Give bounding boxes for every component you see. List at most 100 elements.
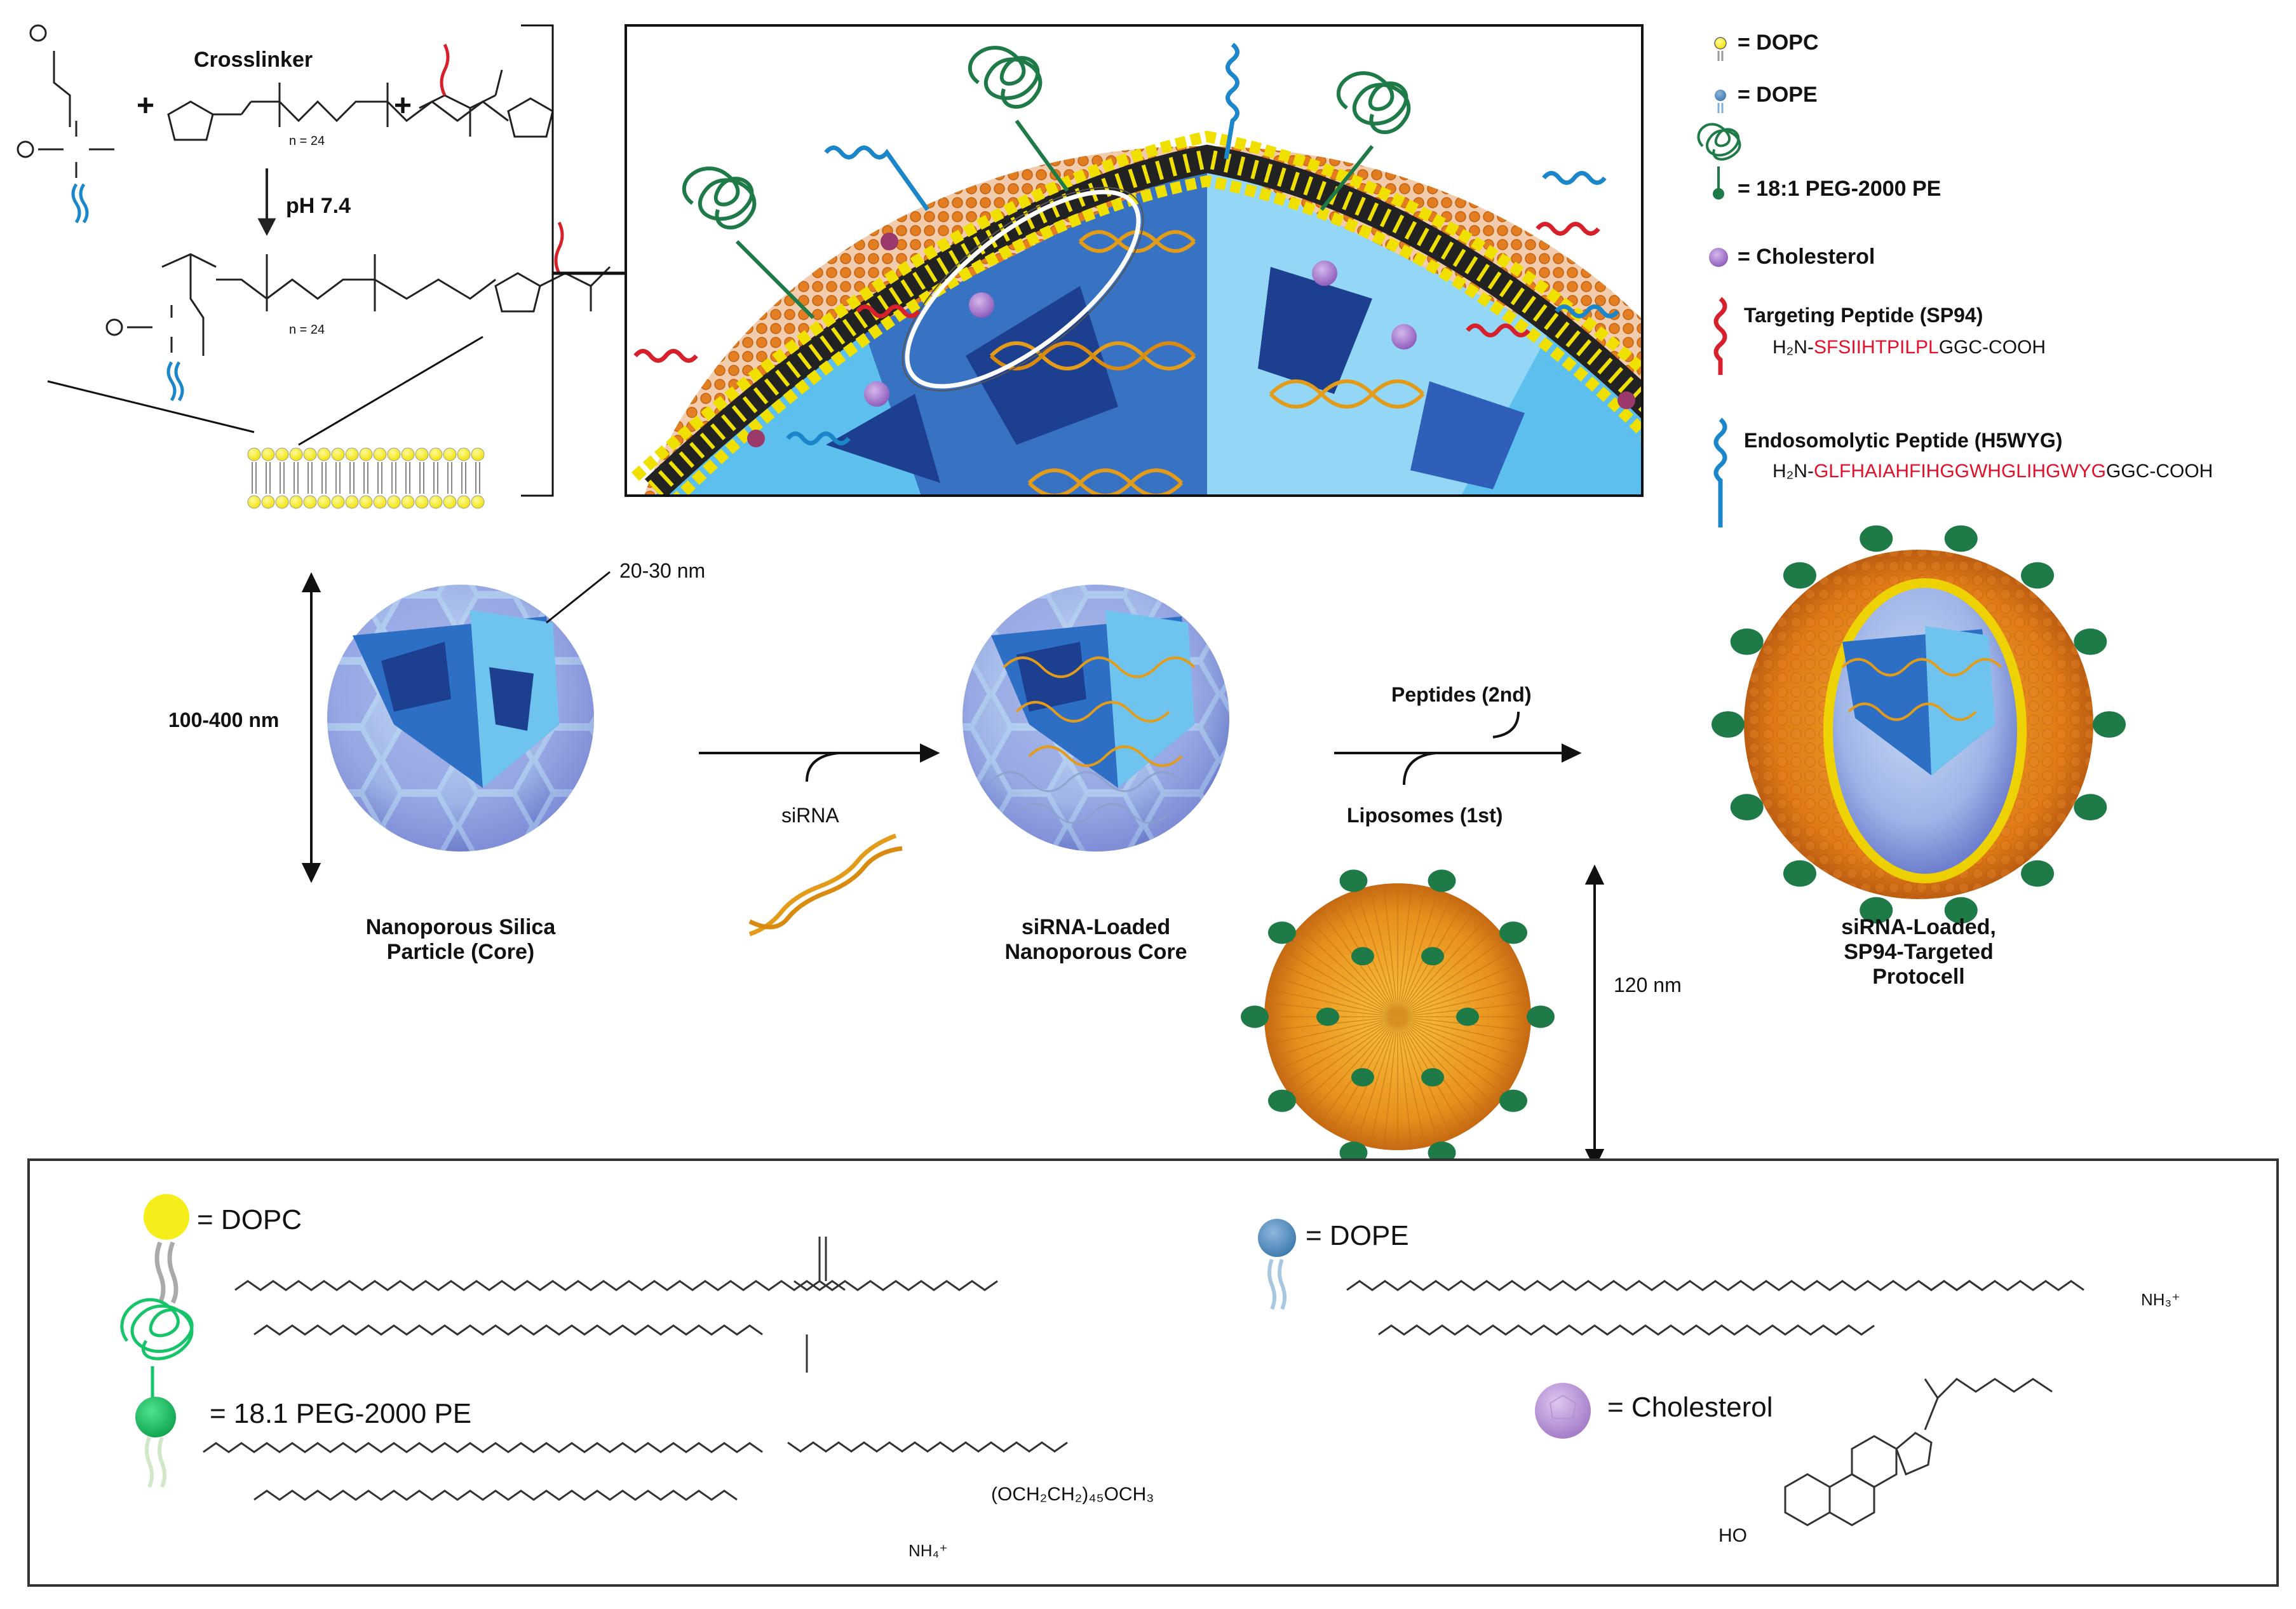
lipid-head: [373, 495, 387, 509]
lipid-head: [247, 447, 261, 461]
svg-text:+: +: [137, 89, 154, 123]
lipid-head: [317, 495, 331, 509]
sirna-helix: [748, 833, 903, 937]
bottom-dopc-label: = DOPC: [197, 1204, 302, 1235]
ho-label: HO: [1719, 1525, 1747, 1546]
protocell: [1712, 525, 2126, 924]
lipid-head: [345, 447, 359, 461]
lipid-head: [457, 495, 471, 509]
legend-dopc-label: = DOPC: [1738, 31, 1819, 55]
legend-cholesterol-label: = Cholesterol: [1738, 245, 1875, 269]
lipid-head: [303, 447, 317, 461]
lipid-head: [471, 447, 485, 461]
crosslinker-scheme: [17, 24, 611, 402]
peg-blob: [1351, 947, 1374, 966]
sp94-title: Targeting Peptide (SP94): [1744, 304, 1983, 327]
lipid-head: [443, 447, 457, 461]
peg-blob: [2021, 860, 2055, 887]
dope-bottom-icon: [1258, 1219, 1296, 1257]
bottom-dope-label: = DOPE: [1306, 1220, 1409, 1251]
legend-dope-label: = DOPE: [1738, 83, 1818, 107]
peg-blob: [1428, 869, 1456, 892]
liposomes-label: Liposomes (1st): [1347, 804, 1503, 827]
dopc-icon: [1714, 37, 1727, 50]
chemical-structures-box: [27, 1158, 2279, 1587]
arrow-sirna: [699, 743, 940, 782]
lipid-head: [415, 447, 429, 461]
lipid-head: [345, 495, 359, 509]
nh4-label: NH₄⁺: [908, 1541, 948, 1560]
sirna-loaded-core: [962, 585, 1229, 852]
peg-blob: [1783, 562, 1816, 589]
peg-blob: [1267, 921, 1296, 944]
liposome-size-label: 120 nm: [1614, 974, 1682, 996]
h5wyg-title: Endosomolytic Peptide (H5WYG): [1744, 429, 2063, 452]
peg-blob: [1944, 525, 1978, 552]
lipid-head: [401, 495, 415, 509]
peg-blob: [1712, 711, 1745, 738]
peg-blob: [1339, 869, 1368, 892]
bottom-peg-label: = 18.1 PEG-2000 PE: [210, 1398, 472, 1429]
lipid-head: [359, 495, 373, 509]
peg-blob: [2074, 628, 2107, 655]
dope-icon: [1715, 90, 1726, 101]
n-label-2: n = 24: [289, 323, 325, 337]
lipid-head: [261, 495, 275, 509]
n-label-1: n = 24: [289, 134, 325, 148]
peg-blob: [1428, 1141, 1456, 1164]
lipid-head: [261, 447, 275, 461]
lipid-head: [331, 495, 345, 509]
silica-core-particle: [327, 571, 611, 852]
cholesterol-bottom-icon: [1535, 1383, 1591, 1439]
sp94-sequence: H₂N-SFSIIHTPILPLGGC-COOH: [1773, 337, 2046, 358]
pore-size-label: 20-30 nm: [619, 559, 706, 582]
lipid-head: [275, 447, 289, 461]
lipid-head: [275, 495, 289, 509]
lipid-head: [331, 447, 345, 461]
scheme-labels: Crosslinker pH 7.4 n = 24 n = 24 + +: [137, 48, 412, 337]
lipid-head: [387, 447, 401, 461]
peg-blob: [1421, 1068, 1444, 1087]
ph-label: pH 7.4: [286, 194, 351, 218]
lipid-head: [443, 495, 457, 509]
lipid-head: [415, 495, 429, 509]
cholesterol-icon: [1709, 248, 1728, 267]
nh3-label: NH₃⁺: [2141, 1290, 2180, 1309]
peg-blob: [1860, 897, 1893, 924]
lipid-head: [247, 495, 261, 509]
peg-blob: [1527, 1005, 1555, 1028]
size-arrow-liposome: [1584, 864, 1605, 1169]
peg-tail-formula: (OCH₂CH₂)₄₅OCH₃: [991, 1484, 1154, 1505]
peg-blob: [1316, 1007, 1339, 1026]
peg-icon: [1697, 123, 1741, 200]
lipid-head: [359, 447, 373, 461]
peg-blob: [1241, 1005, 1269, 1028]
arrow-coating: [1334, 711, 1582, 785]
sirna-label: siRNA: [781, 804, 839, 827]
peg-blob: [1730, 794, 1764, 820]
lipid-head: [303, 495, 317, 509]
peg-blob: [1783, 860, 1816, 887]
top-legend-icons: [1697, 37, 1741, 527]
lipid-head: [289, 447, 303, 461]
peg-blob: [1339, 1141, 1368, 1164]
lipid-head: [387, 495, 401, 509]
peg-blob: [1730, 628, 1764, 655]
lipid-head: [373, 447, 387, 461]
lipid-head: [429, 447, 443, 461]
dopc-bottom-icon: [144, 1194, 189, 1240]
h5wyg-sequence: H₂N-GLFHAIAHFIHGGWHGLIHGWYGGGC-COOH: [1773, 461, 2213, 482]
peg-blob: [1499, 921, 1528, 944]
sp94-peptide-icon: [1713, 297, 1727, 375]
small-bilayer: [247, 447, 485, 509]
peg-blob: [1456, 1007, 1479, 1026]
core-size-label: 100-400 nm: [168, 709, 280, 731]
peg-blob: [1421, 947, 1444, 966]
lipid-head: [457, 447, 471, 461]
peg-blob: [1351, 1068, 1374, 1087]
peptides-label: Peptides (2nd): [1391, 683, 1532, 706]
peg-blob: [1860, 525, 1893, 552]
